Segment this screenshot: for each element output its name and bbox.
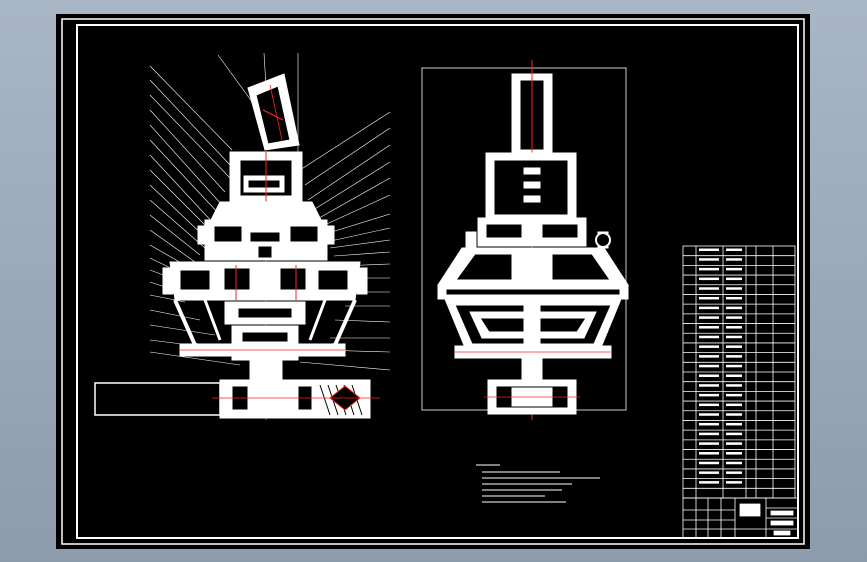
front-view [421, 60, 629, 420]
parts-list-cell-text [726, 296, 742, 300]
internal-shaft [523, 167, 541, 203]
parts-list-cell-text [699, 442, 719, 445]
leader-lines-right [299, 111, 391, 371]
parts-list-cell-text [699, 461, 719, 465]
parts-list-cell-text [726, 374, 742, 377]
parts-list-cell-text [726, 345, 742, 348]
parts-list-cell-text [699, 393, 719, 397]
parts-list-cell-text [699, 471, 719, 474]
parts-list-cell-text [699, 432, 719, 436]
input-housing [247, 73, 300, 151]
section-view [94, 52, 391, 420]
parts-list-cell-text [699, 296, 719, 300]
parts-list-cell-text [699, 287, 719, 290]
parts-list-cell-text [726, 267, 742, 271]
gear-case-top [209, 201, 323, 223]
parts-list-cell-text [699, 316, 719, 319]
parts-list-cell-text [726, 277, 742, 281]
parts-list-cell-text [699, 248, 719, 251]
parts-list-cell-text [726, 471, 742, 474]
parts-list-cell-text [699, 277, 719, 281]
outer-border [61, 18, 805, 545]
parts-list-cell-text [699, 355, 719, 358]
parts-list-cell-text [726, 316, 742, 319]
parts-list-cell-text [699, 306, 719, 310]
parts-list-cell-text [699, 374, 719, 377]
parts-list-cell-text [699, 267, 719, 271]
parts-list-cell-text [699, 422, 719, 426]
parts-list-cell-text [726, 258, 742, 261]
parts-list-cell-text [726, 442, 742, 445]
parts-list-cell-text [699, 403, 719, 407]
parts-list-cell-text [699, 345, 719, 348]
parts-list-cell-text [726, 461, 742, 465]
side-bolts [162, 225, 368, 295]
parts-list-cell-text [726, 422, 742, 426]
drawing-title-box [739, 503, 761, 517]
parts-list-cell-text [699, 384, 719, 387]
parts-list-cell-text [726, 306, 742, 310]
parts-list-cell-text [726, 384, 742, 387]
bolt-left [465, 231, 477, 249]
parts-list-cell-text [726, 248, 742, 251]
parts-list [682, 245, 796, 499]
parts-list-cell-text [726, 481, 742, 484]
parts-list-cell-text [699, 452, 719, 455]
parts-list-cell-text [699, 326, 719, 329]
technical-notes [476, 464, 600, 503]
parts-list-cell-text [726, 287, 742, 290]
parts-list-cell-text [699, 413, 719, 416]
drive-shaft [94, 382, 221, 416]
parts-list-cell-text [699, 364, 719, 368]
parts-list-cell-text [699, 335, 719, 339]
parts-list-rows [683, 248, 795, 489]
parts-list-cell-text [726, 452, 742, 455]
parts-list-cell-text [726, 326, 742, 329]
parts-list-cell-text [726, 393, 742, 397]
parts-list-cell-text [726, 355, 742, 358]
inner-border [76, 24, 799, 539]
title-block [682, 497, 799, 539]
parts-list-cell-text [699, 481, 719, 484]
leader-lines-left [149, 52, 299, 366]
parts-list-cell-text [726, 413, 742, 416]
parts-list-cell-text [726, 432, 742, 436]
parts-list-cell-text [726, 364, 742, 368]
parts-list-cell-text [726, 403, 742, 407]
parts-list-cell-text [699, 258, 719, 261]
parts-list-cell-text [726, 335, 742, 339]
